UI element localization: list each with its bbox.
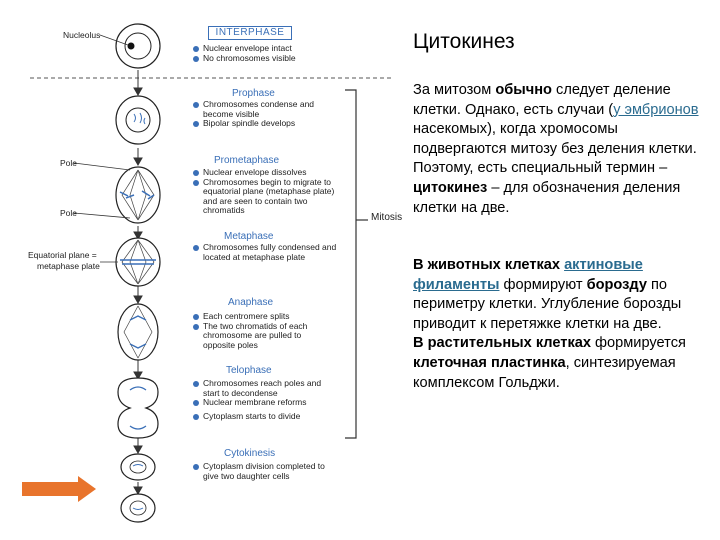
prometaphase-bullets: Nuclear envelope dissolves Chromosomes b… [193, 167, 343, 216]
metaphase-title: Metaphase [224, 231, 274, 242]
bold-text: борозду [586, 276, 647, 293]
metaphase-cell [100, 237, 161, 287]
interphase-title: INTERPHASE [208, 26, 292, 40]
anaphase-cell [117, 303, 159, 361]
prometaphase-title: Prometaphase [214, 155, 280, 166]
mitosis-diagram-drawing [22, 23, 392, 523]
list-item: Nuclear envelope dissolves [193, 167, 343, 178]
text-run: , синтезируемая комплексом Гольджи. [413, 354, 676, 391]
mitosis-bracket [345, 89, 357, 439]
actin-filaments-link[interactable]: актиновые филаменты [413, 257, 643, 293]
list-item: Cytoplasm starts to divide [193, 411, 333, 422]
list-item: Bipolar spindle develops [193, 119, 333, 129]
prophase-cell [115, 95, 161, 145]
cytokinesis-cells [120, 453, 156, 523]
prometaphase-cell [73, 162, 161, 224]
list-item: Cytoplasm division completed to give two… [193, 461, 341, 481]
text-run: – для обозначения деления клетки на две. [413, 179, 681, 216]
cytokinesis-bullets: Cytoplasm division completed to give two… [193, 461, 341, 481]
telophase-title: Telophase [226, 365, 272, 376]
list-item: Each centromere splits [193, 311, 325, 322]
highlight-arrow [22, 476, 96, 502]
text-run: За митозом [413, 82, 496, 98]
text-run: по периметру клетки. Углубление борозды … [413, 276, 682, 332]
anaphase-title: Anaphase [228, 297, 274, 308]
page-title: Цитокинез [413, 30, 515, 53]
pole-bottom-label: Pole [60, 208, 78, 218]
flow-arrows [133, 70, 143, 496]
list-item: Chromosomes begin to migrate to equatori… [193, 177, 343, 216]
interphase-cell [99, 23, 161, 69]
telophase-cell [117, 377, 159, 439]
prophase-bullets: Chromosomes condense and become visible … [193, 99, 333, 129]
embryos-link[interactable]: у эмбрионов [613, 101, 699, 118]
mitosis-label: Mitosis [371, 212, 403, 223]
anaphase-bullets: Each centromere splits The two chromatid… [193, 311, 325, 351]
interphase-bullets: Nuclear envelope intact No chromosomes v… [193, 43, 343, 64]
bold-text: обычно [495, 82, 552, 98]
text-run: формируют [499, 276, 587, 293]
text-run: следует деление клетки. Однако, есть слу… [413, 82, 671, 118]
bold-text: цитокинез [413, 179, 488, 196]
list-item: Chromosomes fully condensed and located … [193, 242, 338, 262]
metaphase-plate-label: metaphase plate [37, 261, 100, 271]
bold-text: клеточная пластинка [413, 354, 566, 371]
list-item: Chromosomes reach poles and start to dec… [193, 378, 333, 398]
nucleolus-label: Nucleolus [63, 30, 101, 40]
paragraph-intro: За митозом обычно следует деление клетки… [413, 81, 713, 218]
cytokinesis-title: Cytokinesis [224, 448, 276, 459]
list-item: No chromosomes visible [193, 53, 343, 64]
text-run: формируется [590, 335, 686, 352]
prophase-title: Prophase [232, 88, 275, 99]
metaphase-bullets: Chromosomes fully condensed and located … [193, 242, 338, 262]
pole-top-label: Pole [60, 158, 78, 168]
text-run: насекомых), когда хромосомы подвергаются… [413, 121, 697, 177]
bold-text: В растительных клетках [413, 335, 591, 352]
list-item: Chromosomes condense and become visible [193, 99, 333, 119]
telophase-bullets: Chromosomes reach poles and start to dec… [193, 378, 333, 422]
equatorial-plane-label: Equatorial plane = [28, 250, 97, 260]
list-item: The two chromatids of each chromosome ar… [193, 321, 325, 351]
list-item: Nuclear membrane reforms [193, 398, 333, 408]
paragraph-animal-plant: В животных клетках актиновые филаменты ф… [413, 256, 713, 393]
bold-text: В животных клетках [413, 257, 565, 273]
list-item: Nuclear envelope intact [193, 43, 343, 54]
mitosis-diagram: Nucleolus Pole Pole Equatorial plane = m… [22, 23, 402, 523]
